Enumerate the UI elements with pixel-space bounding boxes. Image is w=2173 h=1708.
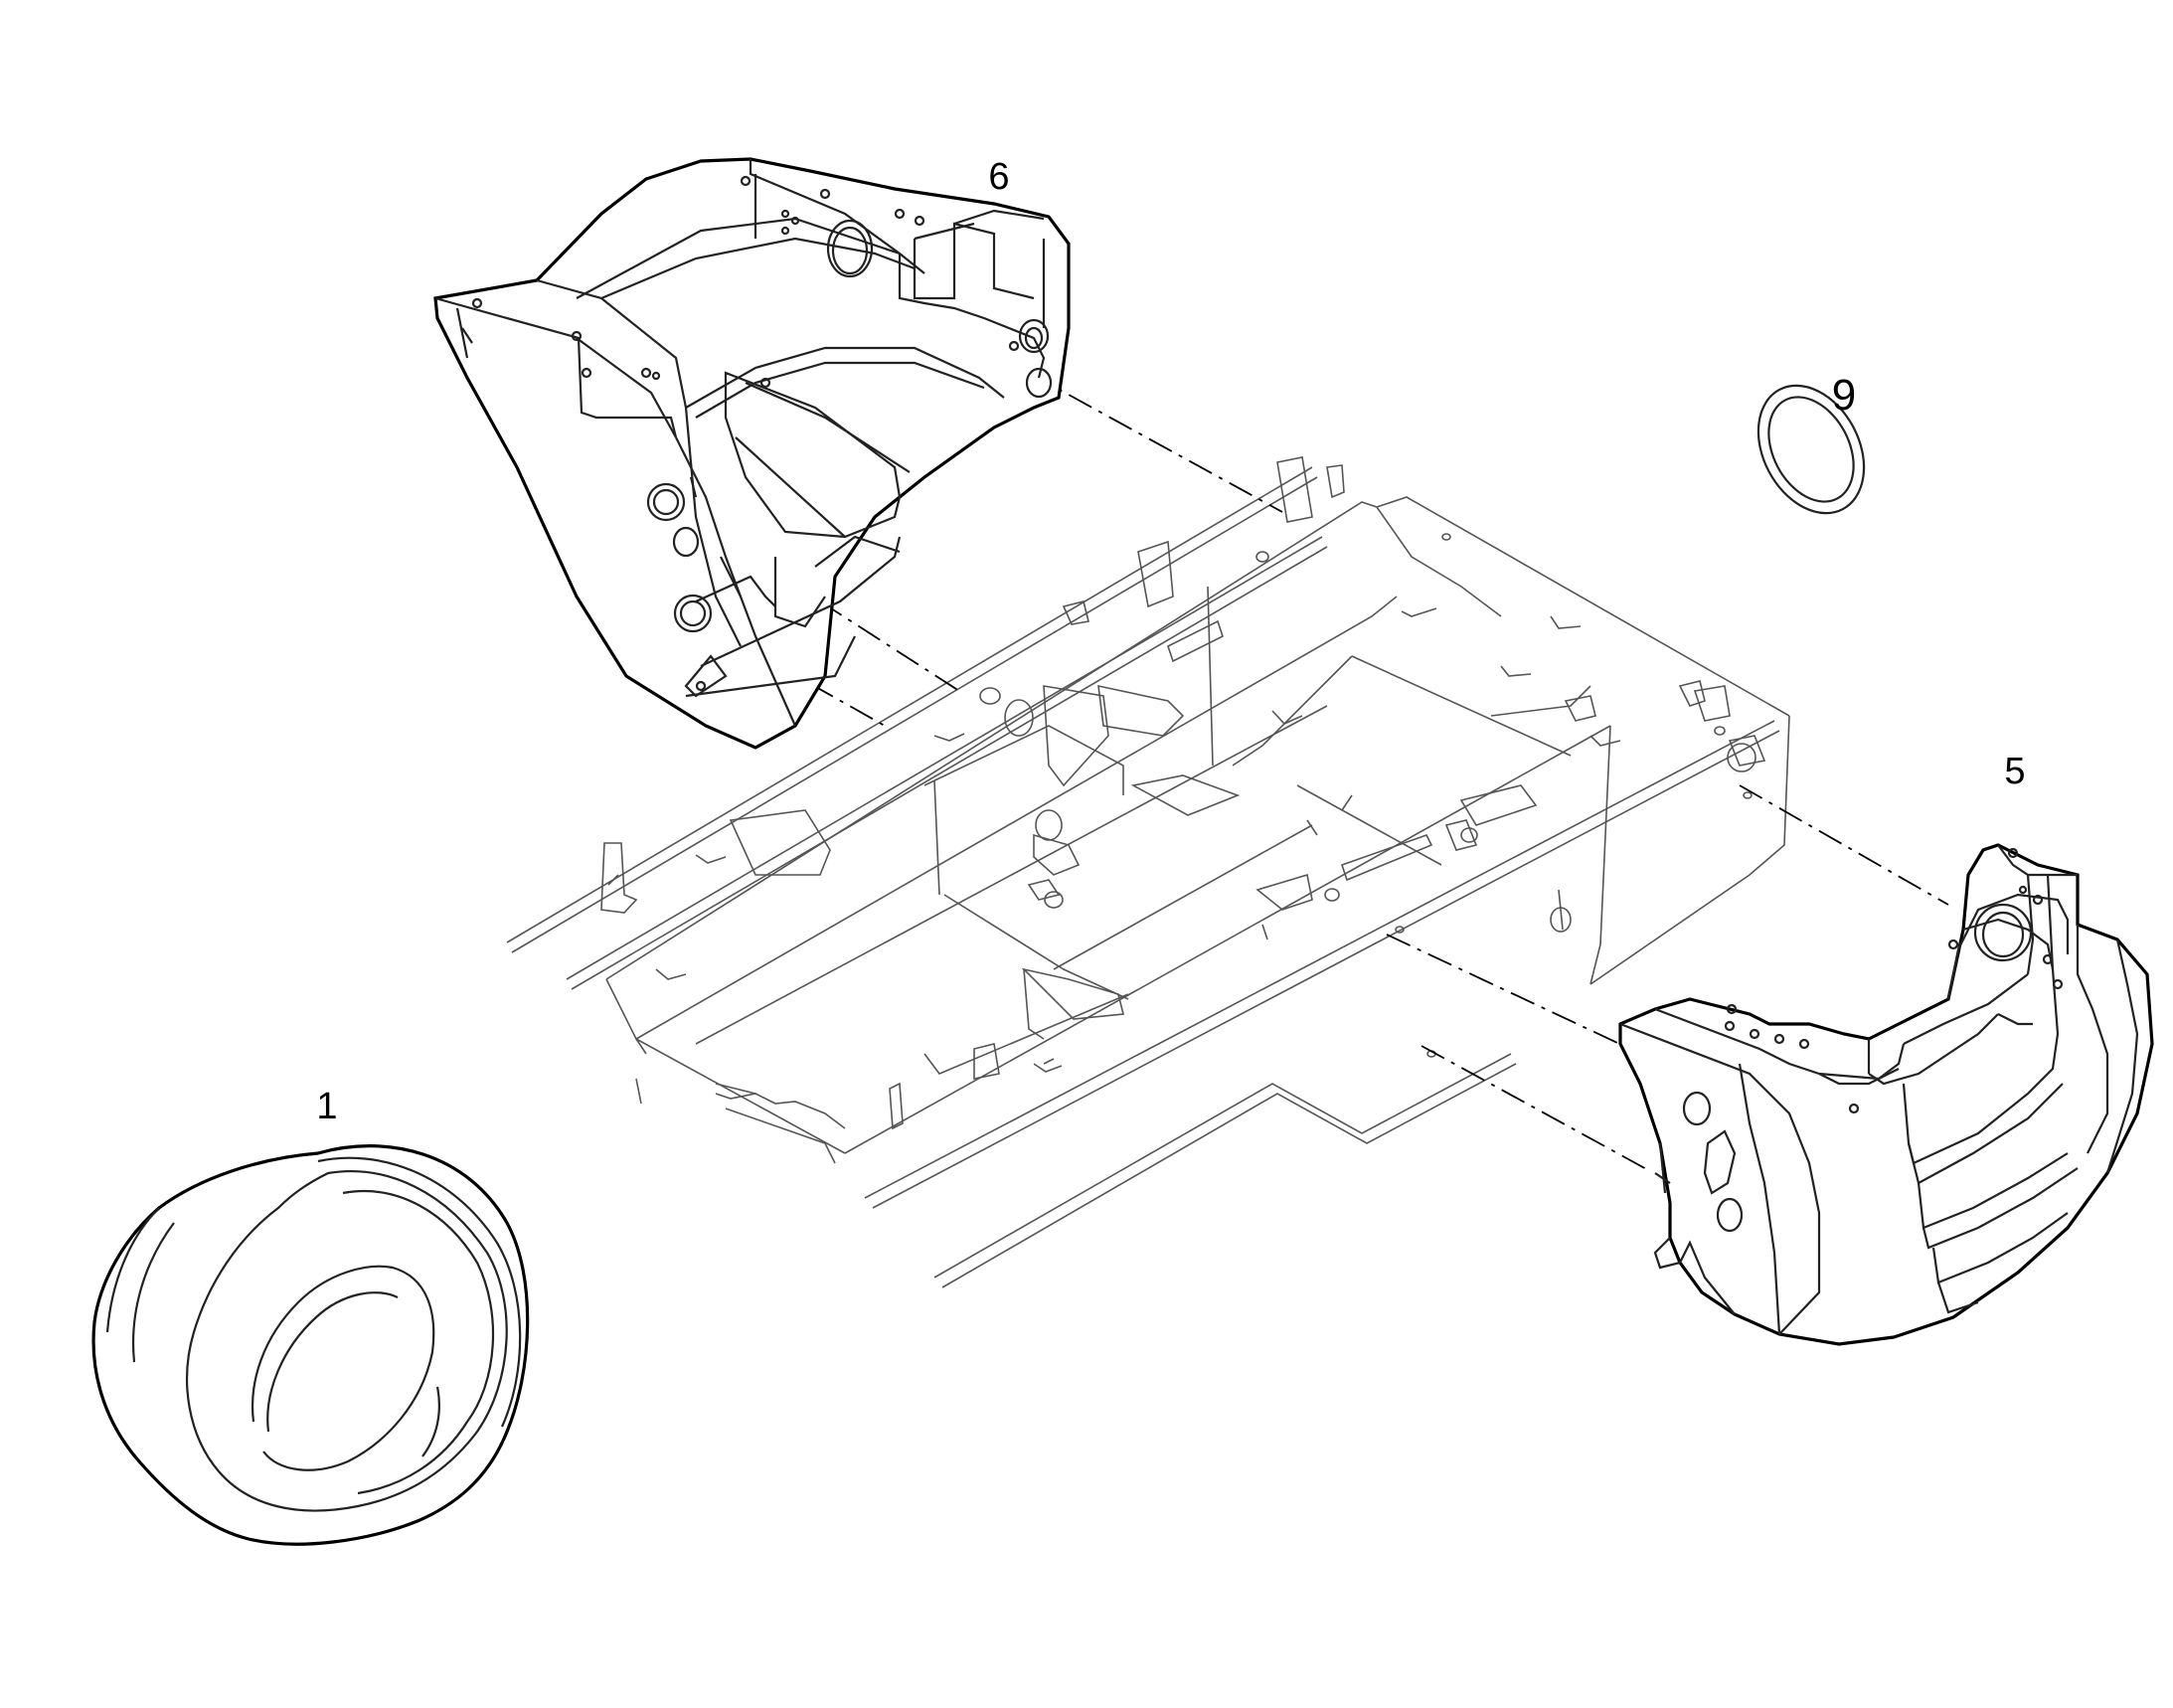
part-1-wheel-tire xyxy=(91,1144,530,1546)
callout-6: 6 xyxy=(988,156,1009,198)
chassis-frame xyxy=(506,456,1790,1288)
part-5-rear-bumper xyxy=(1618,843,2154,1346)
callout-1: 1 xyxy=(316,1086,337,1127)
part-9-washer-ring xyxy=(1756,384,1866,515)
part-6-counterweight-housing xyxy=(433,157,1071,750)
callout-9: 9 xyxy=(1832,371,1856,420)
callout-labels: 6 9 5 1 xyxy=(316,156,2025,1127)
callout-5: 5 xyxy=(2004,751,2025,792)
